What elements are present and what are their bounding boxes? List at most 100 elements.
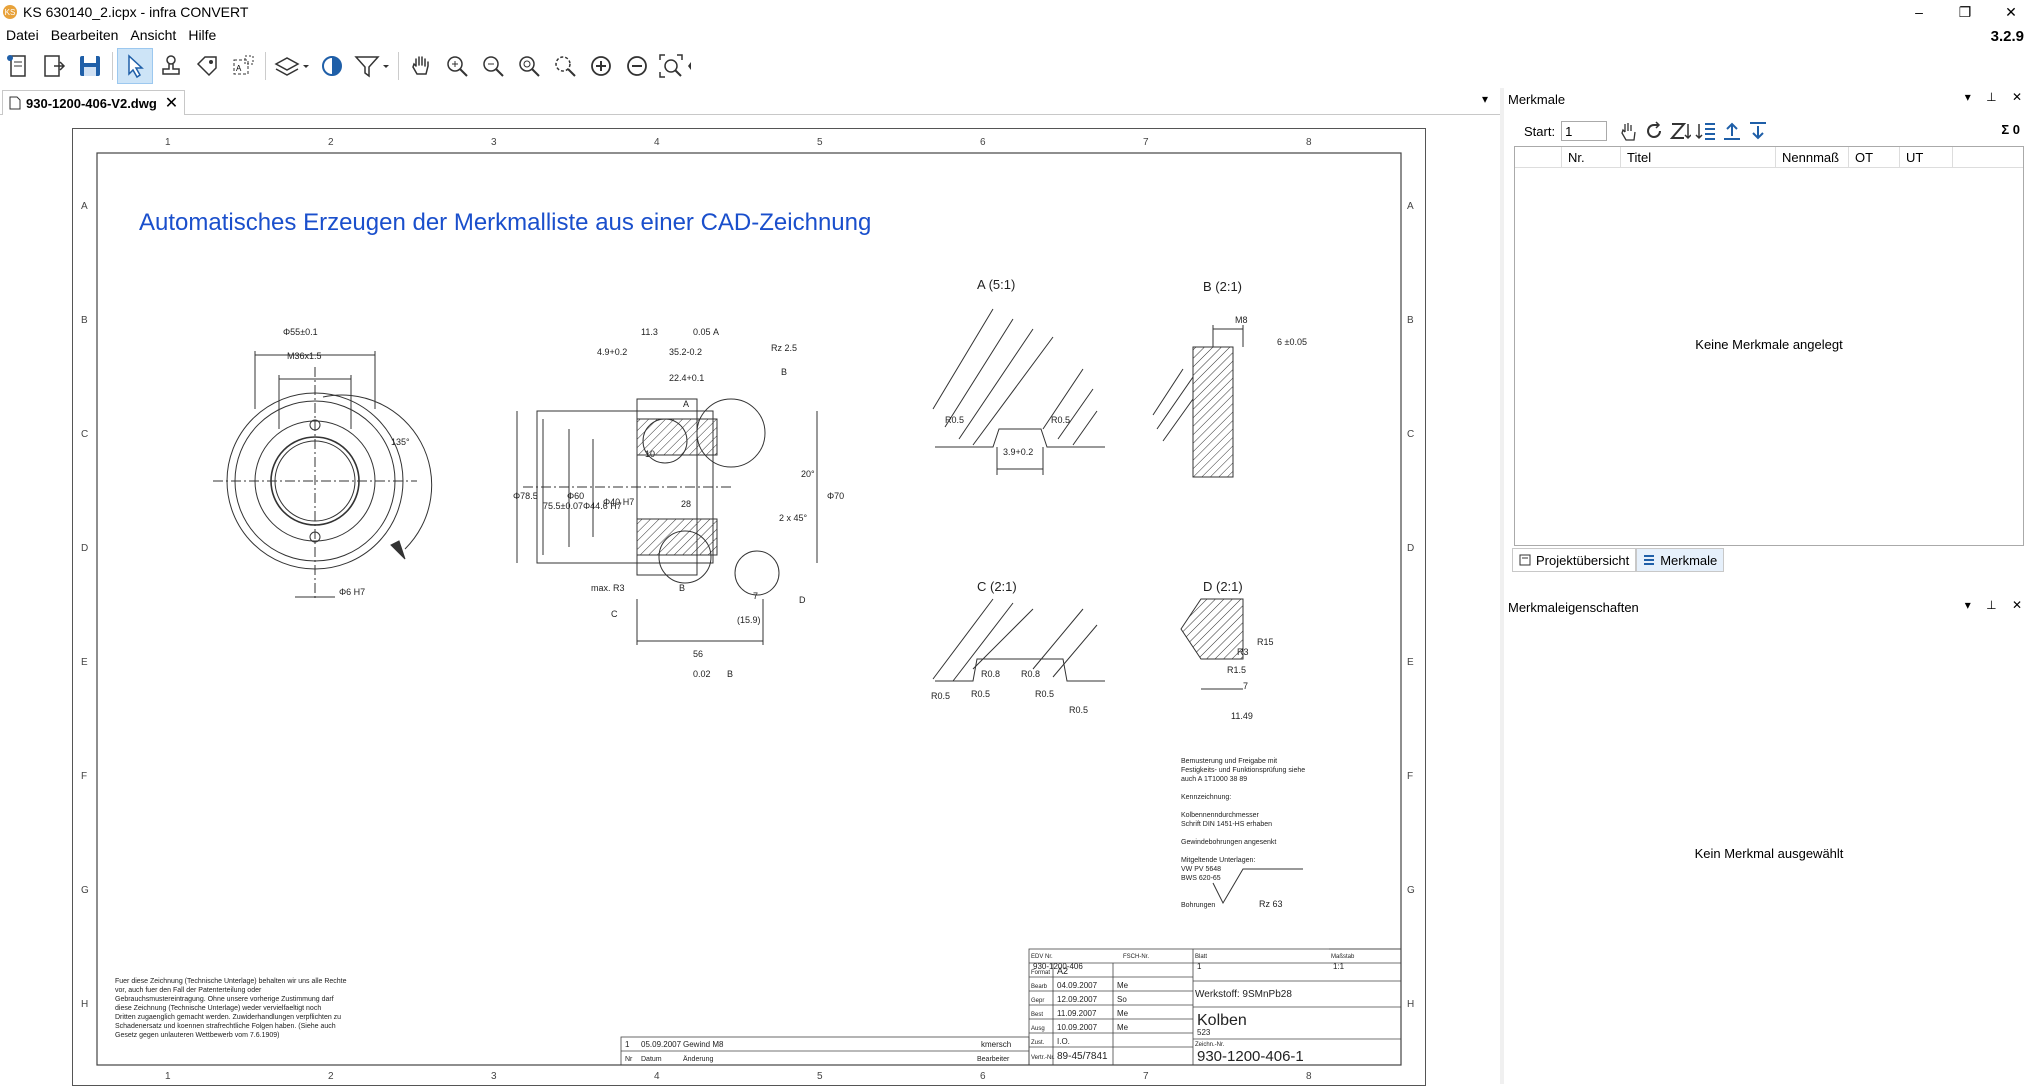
menu-ansicht[interactable]: Ansicht bbox=[130, 27, 177, 43]
save-button[interactable] bbox=[72, 48, 108, 84]
merkmale-panel-title: Merkmale bbox=[1508, 91, 1566, 107]
zone-column-label: 7 bbox=[1143, 137, 1149, 148]
menu-bar: Datei Bearbeiten Ansicht Hilfe bbox=[0, 24, 222, 46]
panel-controls[interactable]: ▾ ⊥ ✕ bbox=[1964, 598, 2028, 612]
tab-merkmale[interactable]: Merkmale bbox=[1636, 548, 1725, 572]
contrast-icon bbox=[322, 56, 342, 76]
tag-icon bbox=[196, 56, 217, 77]
svg-text:A: A bbox=[236, 64, 242, 73]
drawing-title: Automatisches Erzeugen der Merkmalliste … bbox=[139, 209, 872, 236]
toolbar-separator bbox=[398, 52, 399, 80]
dimension-label: 22.4+0.1 bbox=[669, 373, 704, 383]
open-document-button[interactable] bbox=[36, 48, 72, 84]
area-select-button[interactable]: A bbox=[225, 48, 261, 84]
sort-z-icon[interactable] bbox=[1669, 120, 1692, 142]
toolbar-separator bbox=[265, 52, 266, 80]
col-ot[interactable]: OT bbox=[1849, 147, 1900, 167]
document-tab-strip: 930-1200-406-V2.dwg ✕ bbox=[0, 88, 1500, 115]
menu-datei[interactable]: Datei bbox=[6, 27, 39, 43]
window-title: KS 630140_2.icpx - infra CONVERT bbox=[23, 4, 249, 20]
col-nennmass[interactable]: Nennmaß bbox=[1776, 147, 1849, 167]
zoom-fit-button[interactable] bbox=[511, 48, 547, 84]
approval-date: 12.09.2007 bbox=[1057, 995, 1098, 1004]
minimize-button[interactable]: – bbox=[1915, 4, 1923, 20]
zoom-out-button[interactable] bbox=[475, 48, 511, 84]
maximize-button[interactable]: ❐ bbox=[1958, 3, 1972, 20]
panel-splitter[interactable] bbox=[1500, 88, 1504, 1084]
dimension-label: 0.02 bbox=[693, 669, 711, 679]
zone-row-label: C bbox=[81, 429, 88, 440]
move-up-icon[interactable] bbox=[1721, 120, 1743, 142]
col-nr[interactable]: Nr. bbox=[1562, 147, 1621, 167]
filter-button[interactable] bbox=[350, 48, 394, 84]
col-select[interactable] bbox=[1515, 147, 1562, 167]
zone-row-label: B bbox=[81, 315, 88, 326]
revision-number: 1 bbox=[625, 1040, 630, 1049]
dimension-label: 135° bbox=[391, 437, 410, 447]
zone-column-label: 2 bbox=[328, 1071, 334, 1082]
approval-label: Bearb bbox=[1031, 984, 1048, 990]
new-project-button[interactable] bbox=[0, 48, 36, 84]
revision-author: kmersch bbox=[981, 1040, 1011, 1049]
blatt-label: Blatt bbox=[1195, 954, 1207, 960]
select-tool-button[interactable] bbox=[117, 48, 153, 84]
tab-projektuebersicht[interactable]: Projektübersicht bbox=[1512, 548, 1637, 572]
zone-row-label: A bbox=[81, 201, 88, 212]
props-panel-title: Merkmaleigenschaften bbox=[1508, 599, 1639, 615]
revision-text: Gewind M8 bbox=[683, 1040, 724, 1049]
dimension-label: max. R3 bbox=[591, 583, 625, 593]
dimension-label: R1.5 bbox=[1227, 665, 1246, 675]
merkmale-table[interactable]: Nr. Titel Nennmaß OT UT Keine Merkmale a… bbox=[1514, 146, 2024, 546]
document-tab[interactable]: 930-1200-406-V2.dwg ✕ bbox=[2, 90, 186, 115]
approval-label: Gepr bbox=[1031, 998, 1044, 1004]
close-tab-icon[interactable]: ✕ bbox=[164, 95, 179, 112]
tag-tool-button[interactable] bbox=[189, 48, 225, 84]
panel-controls[interactable]: ▾ ⊥ ✕ bbox=[1964, 90, 2028, 104]
layers-button[interactable] bbox=[270, 48, 314, 84]
contrast-button[interactable] bbox=[314, 48, 350, 84]
move-down-icon[interactable] bbox=[1747, 120, 1769, 142]
menu-bearbeiten[interactable]: Bearbeiten bbox=[50, 27, 119, 43]
pan-button[interactable] bbox=[403, 48, 439, 84]
part-name: Kolben bbox=[1197, 1012, 1247, 1029]
zoom-minus-button[interactable] bbox=[619, 48, 655, 84]
hand-pointer-icon[interactable] bbox=[1617, 120, 1639, 142]
zone-column-label: 6 bbox=[980, 137, 986, 148]
zone-column-label: 3 bbox=[491, 137, 497, 148]
zoom-plus-button[interactable] bbox=[583, 48, 619, 84]
legal-notice: Fuer diese Zeichnung (Technische Unterla… bbox=[115, 978, 347, 1039]
col-titel[interactable]: Titel bbox=[1621, 147, 1776, 167]
approval-date: 11.09.2007 bbox=[1057, 1009, 1097, 1018]
vertr-number: 89-45/7841 bbox=[1057, 1051, 1108, 1062]
dimension-label: (15.9) bbox=[737, 615, 761, 625]
stamp-tool-button[interactable] bbox=[153, 48, 189, 84]
zone-row-label: C bbox=[1407, 429, 1414, 440]
zoom-window-button[interactable] bbox=[547, 48, 583, 84]
window-controls: – ❐ ✕ bbox=[1896, 0, 2034, 24]
close-button[interactable]: ✕ bbox=[2005, 3, 2017, 20]
zoom-extents-button[interactable] bbox=[655, 48, 699, 84]
menu-hilfe[interactable]: Hilfe bbox=[188, 27, 217, 43]
hand-icon bbox=[412, 56, 429, 75]
dimension-label: 20° bbox=[801, 469, 815, 479]
zoom-in-button[interactable] bbox=[439, 48, 475, 84]
col-ut[interactable]: UT bbox=[1900, 147, 1953, 167]
tab-menu-icon[interactable]: ▾ bbox=[1482, 92, 1489, 106]
approval-name: Me bbox=[1117, 981, 1129, 990]
props-panel-header: Merkmaleigenschaften ▾ ⊥ ✕ bbox=[1504, 596, 2034, 618]
zone-column-label: 1 bbox=[165, 137, 171, 148]
approval-name: So bbox=[1117, 995, 1127, 1004]
dimension-label: R0.8 bbox=[1021, 669, 1040, 679]
zone-row-label: D bbox=[1407, 543, 1414, 554]
dimension-label: 56 bbox=[693, 649, 703, 659]
renumber-icon[interactable] bbox=[1643, 120, 1665, 142]
list-icon bbox=[1644, 555, 1655, 565]
sort-list-icon[interactable] bbox=[1695, 120, 1717, 142]
dimension-label: 3.9+0.2 bbox=[1003, 447, 1033, 457]
start-input[interactable] bbox=[1561, 121, 1608, 141]
revision-header-nr: Nr bbox=[625, 1056, 633, 1063]
dimension-label: Φ78.5 bbox=[513, 491, 538, 501]
zoom-out-icon bbox=[483, 56, 504, 77]
